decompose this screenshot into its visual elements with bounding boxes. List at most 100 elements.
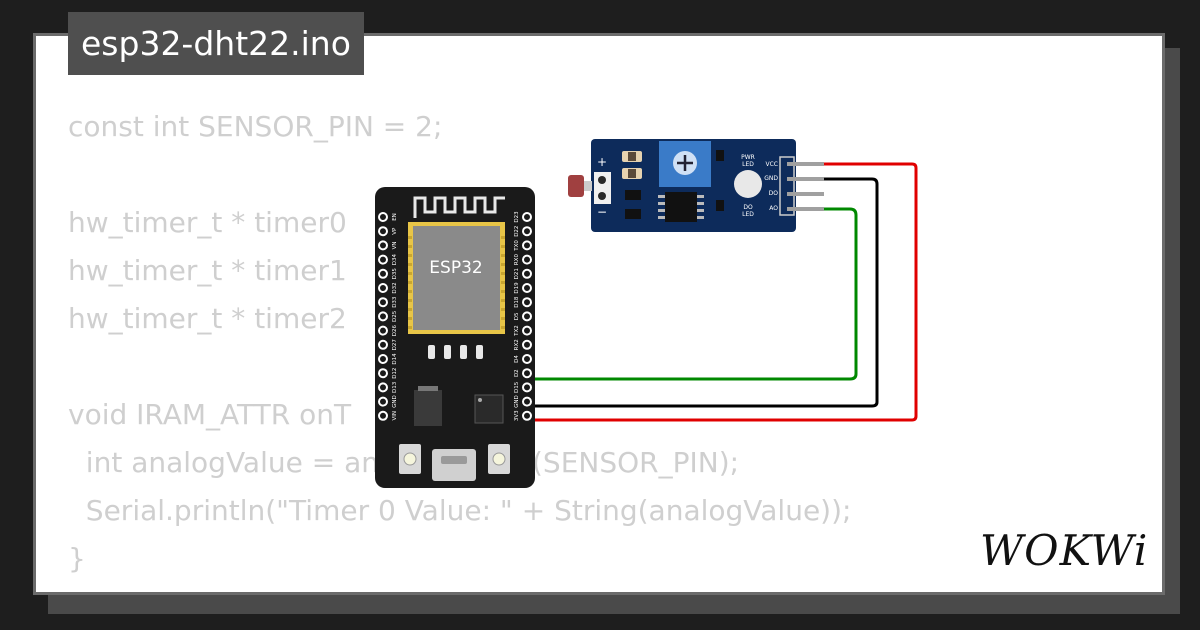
code-line: hw_timer_t * timer1 [68,254,347,287]
code-line: Serial.println("Timer 0 Value: " + Strin… [68,494,852,527]
esp32-pin-left-d34[interactable] [378,254,388,265]
wire-vcc[interactable] [528,162,918,422]
esp32-pin-left-d32[interactable] [378,283,388,293]
esp32-pin-left-en[interactable] [378,212,388,222]
project-title: esp32-dht22.ino [68,12,364,75]
chip-pad [408,263,412,266]
esp32-pin-right-d15[interactable] [522,382,532,393]
chip-pad [501,272,505,275]
esp32-pin-label: D26 [392,324,398,336]
code-line: int analogValue = an [68,446,380,479]
code-line-fragment: (SENSOR_PIN); [532,446,739,479]
micro-usb-port[interactable] [432,449,476,481]
code-line: hw_timer_t * timer0 [68,206,347,239]
esp32-pin-label: D35 [392,268,398,280]
photoresistor-module[interactable]: + − PWR LED DO LED VCC GND [568,139,824,232]
pin-label-gnd: GND [764,175,778,182]
esp32-pin-right-rx0[interactable] [522,254,532,265]
chip-pad [408,236,412,239]
esp32-pin-left-vn[interactable] [378,240,388,251]
chip-pads [408,236,505,329]
esp32-pin-left-d26[interactable] [378,325,388,336]
esp32-pins: ENVPVND34D35D32D33D25D26D27D14D12D13GNDV… [378,211,532,421]
esp32-pin-label: RX0 [514,254,520,266]
esp32-board[interactable]: ESP32 ENVPVND34D35D32D33D25D26D27D14D12D… [375,187,535,488]
esp32-pin-label: D34 [392,253,398,265]
esp32-pin-left-d25[interactable] [378,311,388,322]
esp32-pin-left-vp[interactable] [378,226,388,237]
boot-button[interactable] [399,444,421,474]
led [734,170,762,198]
chip-pad [408,245,412,248]
esp32-pin-label: D33 [392,296,398,308]
voltage-regulator [414,390,442,426]
wokwi-logo: WOKWi [980,526,1147,573]
esp32-pin-right-tx2[interactable] [522,325,532,336]
esp32-chip [413,226,500,330]
esp32-pin-left-gnd[interactable] [378,396,388,407]
chip-pad [501,254,505,257]
wire-ao[interactable] [528,207,858,381]
code-line: void IRAM_ATTR onT [68,398,352,431]
esp32-pin-left-d13[interactable] [378,382,388,393]
esp32-pin-label: D32 [392,282,398,293]
esp32-pin-left-d35[interactable] [378,268,388,279]
esp32-pin-label: VP [392,227,398,235]
esp32-pin-label: D19 [514,282,520,294]
esp32-pin-right-d4[interactable] [522,354,532,364]
esp32-pin-right-rx2[interactable] [522,339,532,350]
esp32-pin-label: D15 [514,381,520,393]
esp32-pin-label: D12 [392,368,398,379]
esp32-pin-right-3v3[interactable] [522,410,532,421]
esp32-pin-label: D22 [514,226,520,237]
esp32-pin-right-d22[interactable] [522,226,532,237]
esp32-pin-right-gnd[interactable] [522,396,532,407]
plus-label: + [597,155,607,169]
chip-pad [501,245,505,248]
wires [528,162,918,422]
esp32-pin-label: TX2 [514,325,520,337]
chip-pad [501,317,505,320]
esp32-pin-label: 3V3 [514,410,520,421]
pwr-led-label: LED [742,161,754,168]
chip-pad [408,317,412,320]
wire-gnd[interactable] [528,177,879,408]
esp32-pin-left-d12[interactable] [378,368,388,379]
chip-pad [501,290,505,293]
esp32-pin-right-tx0[interactable] [522,240,532,251]
esp32-pin-label: D18 [514,296,520,308]
esp32-pin-left-d27[interactable] [378,339,388,350]
esp32-pin-right-d23[interactable] [522,212,532,222]
esp32-pin-left-d14[interactable] [378,354,388,364]
pin-label-vcc: VCC [766,161,778,168]
chip-pad [408,326,412,329]
esp32-pin-right-d21[interactable] [522,268,532,279]
esp32-pin-label: RX2 [514,339,520,350]
esp32-pin-label: TX0 [514,240,520,252]
chip-pad [501,263,505,266]
esp32-pin-right-d19[interactable] [522,283,532,293]
pin-label-ao: AO [769,205,778,212]
esp32-pin-label: D13 [392,381,398,393]
antenna-trace [413,196,505,218]
do-led-label: DO [743,204,753,211]
chip-pad [408,290,412,293]
ldr-sensor[interactable] [568,175,584,197]
chip-pad [501,326,505,329]
esp32-pin-right-d18[interactable] [522,297,532,308]
esp32-pin-label: D25 [392,310,398,322]
esp32-pin-label: EN [392,213,398,221]
comparator-chip [665,192,697,222]
esp32-pin-left-vin[interactable] [378,410,388,421]
esp32-pin-label: D5 [514,312,520,320]
pwr-led-label: PWR [741,154,755,161]
minus-label: − [597,205,607,219]
code-line: hw_timer_t * timer2 [68,302,347,335]
en-button[interactable] [488,444,510,474]
esp32-pin-right-d5[interactable] [522,311,532,322]
esp32-pin-left-d33[interactable] [378,297,388,308]
esp32-pin-right-d2[interactable] [522,368,532,379]
do-led-label: LED [742,211,754,218]
esp32-pin-label: D14 [392,353,398,365]
